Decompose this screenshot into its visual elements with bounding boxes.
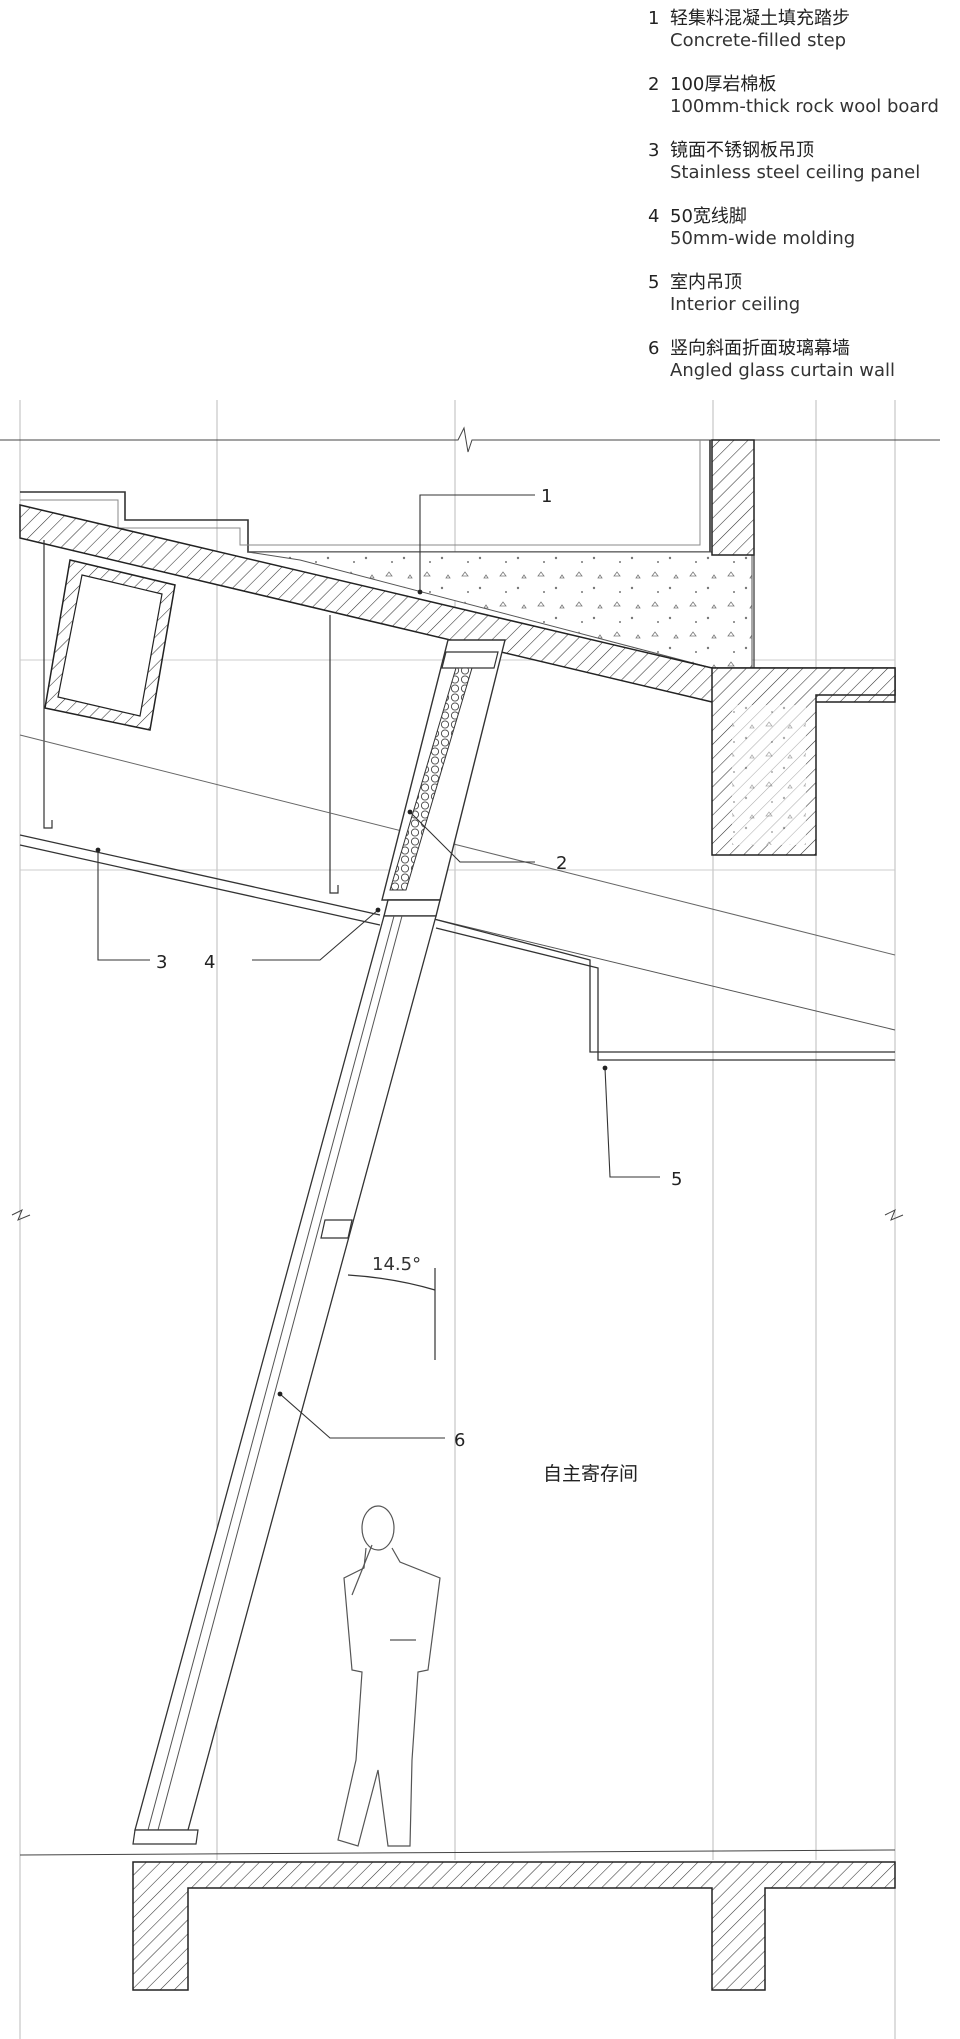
floor-slab [19,1849,896,1991]
interior-ceiling [429,917,895,1061]
legend-label-zh: 轻集料混凝土填充踏步 [670,8,850,29]
ceiling-panel-lines [19,734,896,1031]
legend-item-4: 4 50宽线脚 50mm-wide molding [648,206,960,272]
legend-label-zh: 100厚岩棉板 [670,74,777,95]
legend-label-zh: 室内吊顶 [670,272,742,293]
callout-5: 5 [671,1169,682,1190]
leader-lines [97,494,660,1439]
legend-label-en: Stainless steel ceiling panel [670,162,921,183]
legend-label-zh: 竖向斜面折面玻璃幕墙 [670,338,850,359]
legend-label-zh: 镜面不锈钢板吊顶 [670,140,814,161]
legend-number: 5 [648,272,660,293]
legend-label-en: 50mm-wide molding [670,228,856,249]
callout-1: 1 [541,486,552,507]
ceiling-hangers [43,540,339,894]
legend-label-zh: 50宽线脚 [670,206,747,227]
legend-label-en: 100mm-thick rock wool board [670,96,939,117]
person-figure [337,1505,441,1847]
legend-item-3: 3 镜面不锈钢板吊顶 Stainless steel ceiling panel [648,140,960,206]
top-break-line [0,426,940,453]
callout-4: 4 [204,952,215,973]
callout-2: 2 [556,853,567,874]
legend-label-en: Interior ceiling [670,294,801,315]
legend-number: 4 [648,206,660,227]
side-break-marks [11,1208,904,1221]
legend-item-6: 6 竖向斜面折面玻璃幕墙 Angled glass curtain wall [648,338,960,404]
legend-number: 3 [648,140,660,161]
legend-number: 1 [648,8,660,29]
angle-label: 14.5° [372,1254,421,1275]
legend: 1 轻集料混凝土填充踏步 Concrete-filled step 2 100厚… [648,8,960,404]
legend-label-en: Concrete-filled step [670,30,847,51]
legend-label-en: Angled glass curtain wall [670,360,895,381]
upper-wall-hatch [711,439,755,556]
leader-dots [95,589,608,1397]
room-label: 自主寄存间 [543,1463,638,1485]
legend-item-2: 2 100厚岩棉板 100mm-thick rock wool board [648,74,960,140]
callout-3: 3 [156,952,167,973]
legend-item-1: 1 轻集料混凝土填充踏步 Concrete-filled step [648,8,960,74]
legend-item-5: 5 室内吊顶 Interior ceiling [648,272,960,338]
glass-curtain-wall [132,639,506,1845]
angle-dimension [347,1268,436,1360]
legend-number: 6 [648,338,660,359]
legend-number: 2 [648,74,660,95]
callout-6: 6 [454,1430,465,1451]
steel-box-section [44,559,176,731]
